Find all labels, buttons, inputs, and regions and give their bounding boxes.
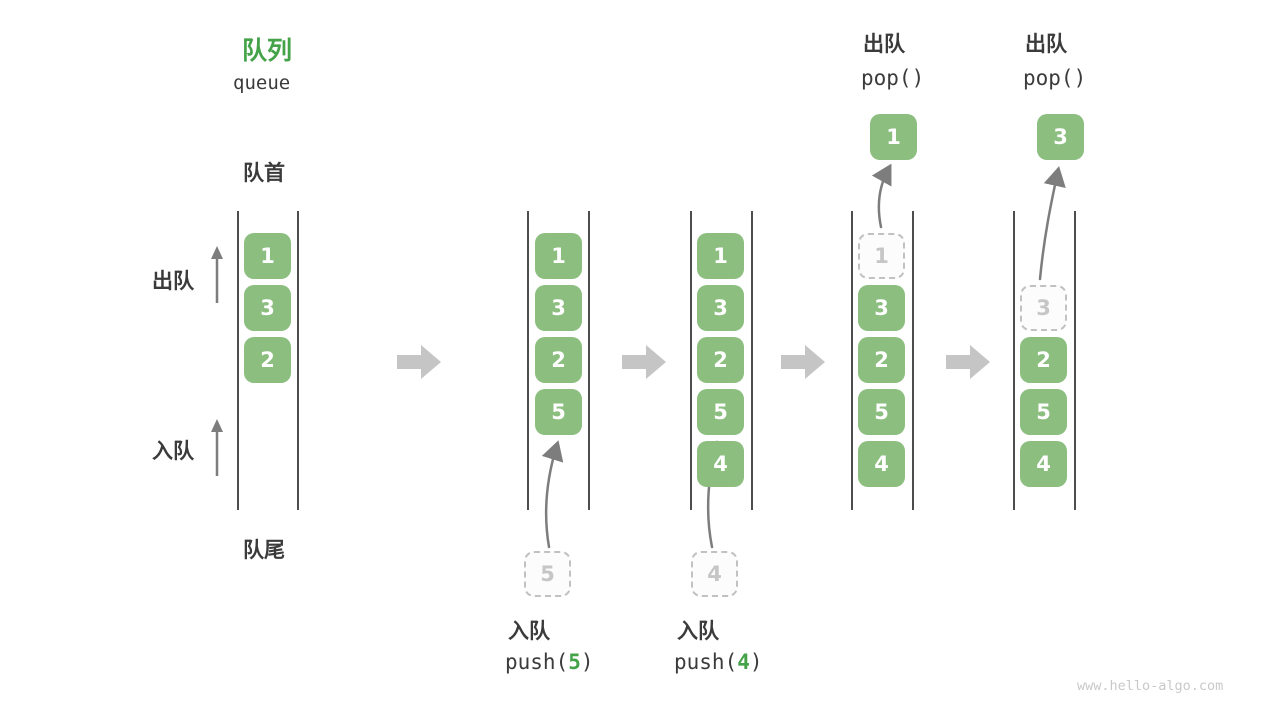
queue-rear-label: 队尾 (243, 538, 285, 562)
queue-front-label: 队首 (243, 161, 285, 185)
push5-code-post: ) (580, 650, 594, 674)
queue-element: 4 (1020, 441, 1067, 487)
queue-element: 2 (535, 337, 582, 383)
pop2-op-label: 出队 (1025, 32, 1067, 56)
push5-op-code: push(5) (505, 650, 594, 674)
push4-code-pre: push( (674, 650, 738, 674)
container-3-left-wall (690, 211, 692, 510)
dequeue-3-arrow (1038, 166, 1066, 281)
popped-element-1: 1 (870, 114, 917, 160)
queue-element: 2 (1020, 337, 1067, 383)
queue-element: 5 (535, 389, 582, 435)
staged-element-4: 4 (691, 551, 738, 597)
container-3-right-wall (751, 211, 753, 510)
diagram-title-en: queue (233, 72, 291, 94)
enqueue-up-arrow-icon (211, 419, 223, 476)
queue-element: 3 (244, 285, 291, 331)
queue-element: 1 (244, 233, 291, 279)
push4-code-arg: 4 (737, 650, 750, 674)
dequeue-direction-label: 出队 (152, 269, 194, 293)
container-5-left-wall (1013, 211, 1015, 510)
transition-arrow-icon (781, 345, 825, 379)
push4-op-label: 入队 (677, 619, 719, 643)
staged-element-5: 5 (524, 551, 571, 597)
queue-element: 4 (697, 441, 744, 487)
queue-element: 5 (1020, 389, 1067, 435)
push5-code-arg: 5 (568, 650, 581, 674)
queue-element: 3 (858, 285, 905, 331)
push4-op-code: push(4) (674, 650, 763, 674)
container-2-left-wall (527, 211, 529, 510)
container-5-right-wall (1074, 211, 1076, 510)
pop1-op-code: pop() (861, 66, 925, 90)
container-1-right-wall (297, 211, 299, 510)
queue-element: 3 (535, 285, 582, 331)
queue-element: 1 (535, 233, 582, 279)
queue-element: 5 (858, 389, 905, 435)
queue-element: 5 (697, 389, 744, 435)
queue-element: 3 (697, 285, 744, 331)
transition-arrow-icon (622, 345, 666, 379)
queue-element: 2 (697, 337, 744, 383)
queue-element: 1 (697, 233, 744, 279)
watermark: www.hello-algo.com (1077, 678, 1224, 694)
push5-code-pre: push( (505, 650, 569, 674)
container-2-right-wall (588, 211, 590, 510)
popped-element-3: 3 (1037, 114, 1084, 160)
container-1-left-wall (237, 211, 239, 510)
pop1-op-label: 出队 (863, 32, 905, 56)
queue-element: 4 (858, 441, 905, 487)
removed-element-slot: 3 (1020, 285, 1067, 331)
push5-op-label: 入队 (508, 619, 550, 643)
transition-arrow-icon (946, 345, 990, 379)
pop2-op-code: pop() (1023, 66, 1087, 90)
enqueue-5-arrow (541, 440, 564, 549)
transition-arrow-icon (397, 345, 441, 379)
diagram-title-zh: 队列 (242, 36, 293, 65)
dequeue-up-arrow-icon (211, 246, 223, 303)
push4-code-post: ) (749, 650, 763, 674)
container-4-right-wall (912, 211, 914, 510)
removed-element-slot: 1 (858, 233, 905, 279)
queue-element: 2 (244, 337, 291, 383)
dequeue-1-arrow (871, 163, 892, 229)
enqueue-direction-label: 入队 (152, 439, 194, 463)
queue-element: 2 (858, 337, 905, 383)
container-4-left-wall (851, 211, 853, 510)
